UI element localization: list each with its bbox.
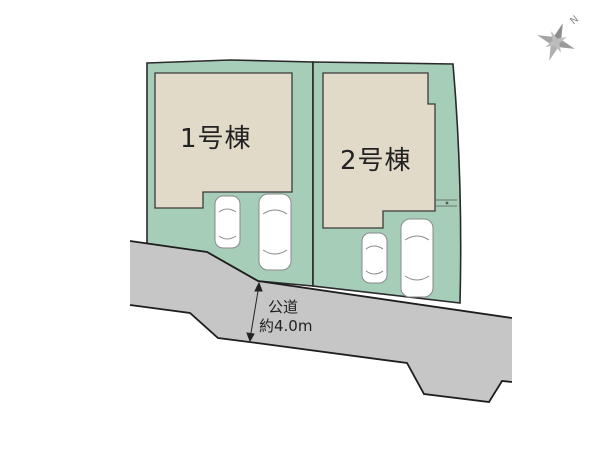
road-edge-top <box>129 240 513 319</box>
road-width-arrow <box>246 281 263 343</box>
car-1b <box>258 193 292 271</box>
car-2b <box>400 218 434 298</box>
road-edge-bottom <box>129 304 513 403</box>
car-2a <box>361 232 388 284</box>
compass-rose-icon <box>537 23 575 61</box>
building-1-label: 1号棟 <box>180 124 252 154</box>
car-1a <box>214 195 241 249</box>
road-name-label: 公道 <box>268 298 299 316</box>
building-2 <box>322 72 436 229</box>
public-road <box>130 241 512 402</box>
building-2-label: 2号棟 <box>340 146 412 176</box>
building-1 <box>154 72 293 209</box>
boundary-marker <box>436 199 457 207</box>
road-width-label: 約4.0m <box>259 317 313 335</box>
